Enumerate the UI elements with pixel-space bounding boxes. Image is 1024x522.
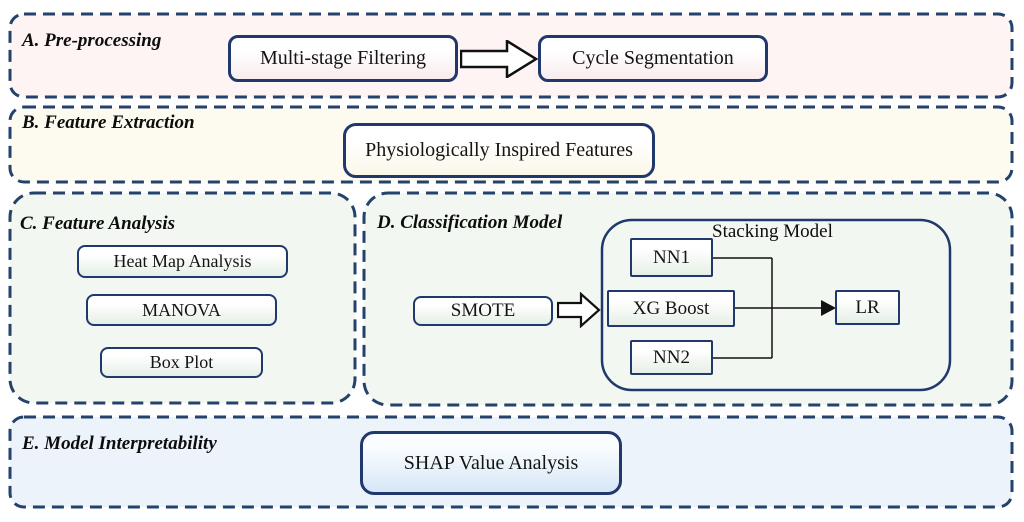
node-manova: MANOVA	[86, 294, 277, 326]
node-nn2: NN2	[630, 340, 713, 375]
stacking-model-container	[600, 218, 952, 392]
section-e-title: E. Model Interpretability	[22, 433, 217, 454]
node-heat-map-analysis: Heat Map Analysis	[77, 245, 288, 278]
node-shap-value-analysis: SHAP Value Analysis	[360, 431, 622, 495]
node-cycle-segmentation: Cycle Segmentation	[538, 35, 768, 82]
stacking-model-label: Stacking Model	[712, 221, 833, 242]
node-lr: LR	[835, 290, 900, 325]
section-c-title: C. Feature Analysis	[20, 213, 176, 234]
arrowhead-to-lr-icon	[821, 300, 836, 316]
node-xg-boost: XG Boost	[607, 290, 735, 327]
section-d-title: D. Classification Model	[377, 212, 563, 233]
node-multi-stage-filtering: Multi-stage Filtering	[228, 35, 458, 82]
section-a-title: A. Pre-processing	[22, 30, 162, 51]
stacking-connectors	[713, 257, 823, 359]
arrow-right-icon	[557, 292, 601, 328]
section-b-title: B. Feature Extraction	[22, 112, 195, 133]
node-nn1: NN1	[630, 238, 713, 277]
node-physiologically-inspired-features: Physiologically Inspired Features	[343, 123, 655, 178]
node-smote: SMOTE	[413, 296, 553, 326]
node-box-plot: Box Plot	[100, 347, 263, 378]
arrow-right-icon	[460, 40, 538, 78]
